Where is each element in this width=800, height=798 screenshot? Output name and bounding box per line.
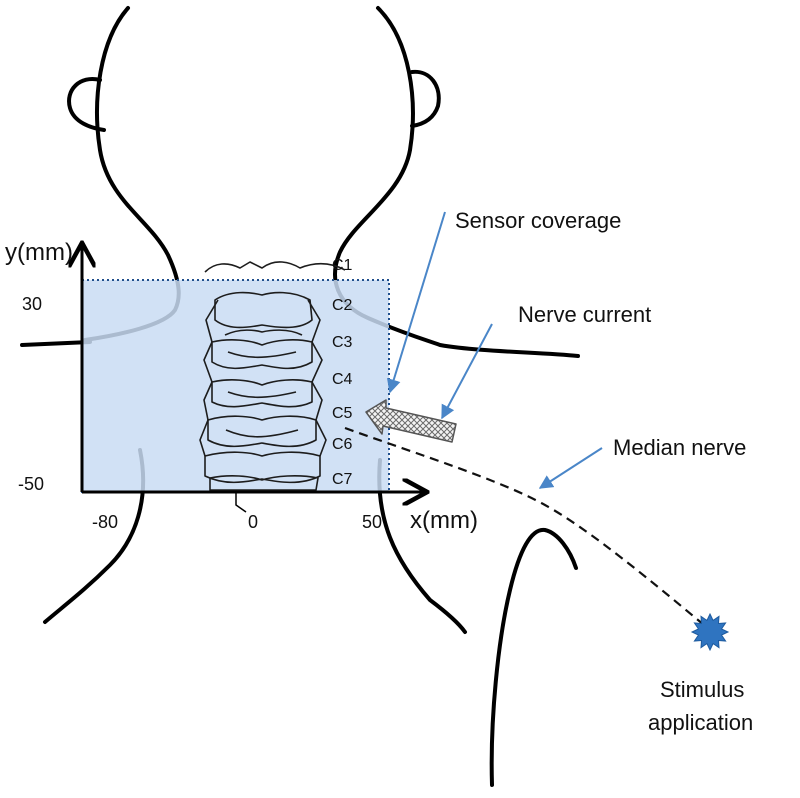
x-tick-label: -80	[92, 512, 118, 532]
vertebra-label: C4	[332, 371, 353, 388]
median-nerve-pointer	[538, 447, 603, 489]
vertebra-c7	[209, 475, 319, 491]
left-ear	[67, 77, 106, 132]
sensor-coverage-pointer	[386, 211, 446, 394]
left-shoulder-line	[20, 340, 92, 347]
vertebra-c2	[214, 291, 313, 329]
y-tick-label: -50	[18, 474, 44, 494]
starburst-icon	[690, 612, 730, 652]
y-tick-label: 30	[22, 294, 42, 314]
x-axis-label: x(mm)	[410, 507, 478, 534]
median-nerve-label: Median nerve	[613, 435, 746, 460]
arm-outline	[489, 527, 578, 787]
vertebra-label: C3	[332, 334, 353, 351]
stimulus-label: application	[648, 710, 753, 735]
vertebra-c5	[207, 415, 317, 448]
axes	[82, 245, 425, 492]
y-axis-label: y(mm)	[5, 239, 73, 266]
vertebra-c4	[211, 379, 313, 408]
hatched-arrow-icon	[365, 399, 457, 443]
nerve-current-pointer	[441, 323, 493, 420]
vertebra-label: C6	[332, 436, 353, 453]
right-neck-lower	[377, 458, 467, 634]
vertebra-label: C7	[332, 471, 353, 488]
stimulus-label: Stimulus	[660, 677, 744, 702]
zero-tick-leader	[235, 492, 247, 513]
skull-base	[204, 261, 346, 273]
median-nerve-path	[344, 426, 711, 631]
x-tick-label: 0	[248, 512, 258, 532]
right-ear	[410, 69, 441, 128]
head-outline-right	[333, 6, 580, 358]
vertebra-c6	[204, 451, 321, 484]
nerve-current-label: Nerve current	[518, 302, 651, 327]
vertebra-label: C5	[332, 405, 353, 422]
vertebra-c3	[211, 339, 313, 370]
x-tick-label: 50	[362, 512, 382, 532]
sensor-coverage-label: Sensor coverage	[455, 208, 621, 233]
vertebra-labels: C1 C2 C3 C4 C5 C6 C7	[332, 257, 353, 488]
cervical-spine	[199, 261, 346, 491]
vertebra-label: C1	[332, 257, 353, 274]
annotation-pointers	[386, 211, 603, 489]
vertebra-label: C2	[332, 297, 353, 314]
